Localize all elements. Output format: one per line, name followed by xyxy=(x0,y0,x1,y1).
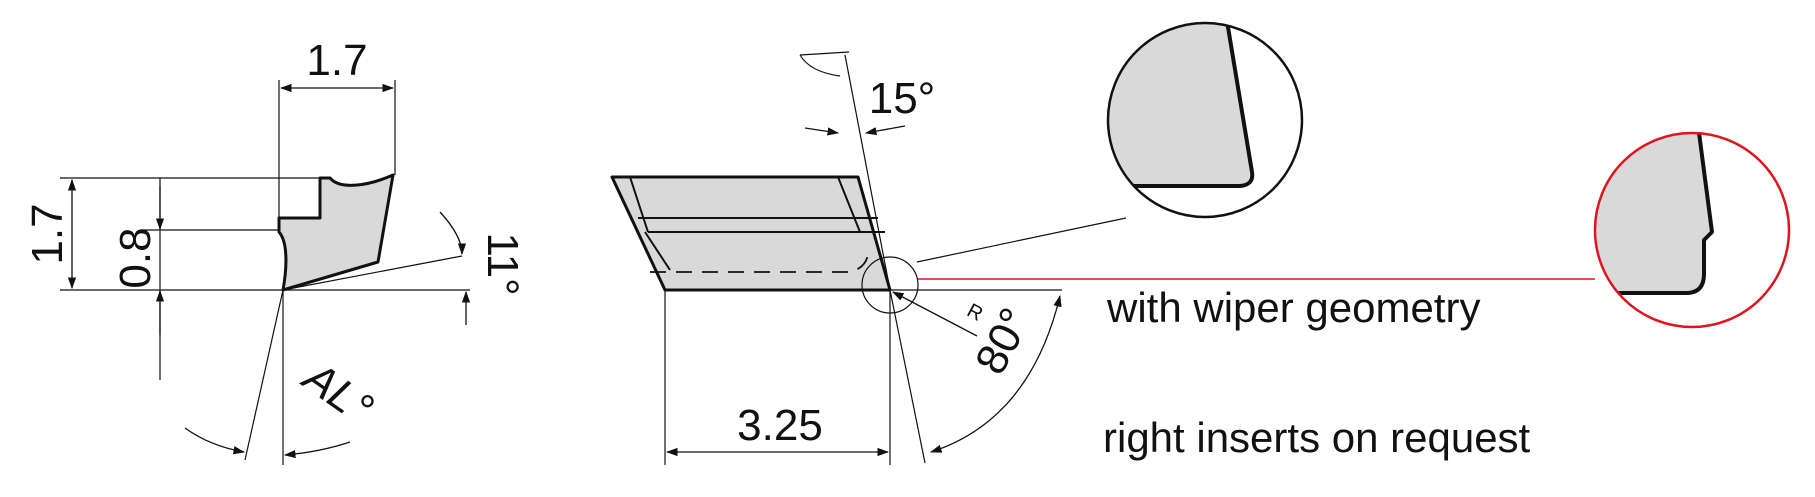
dim-line-rake-right xyxy=(864,125,906,136)
label-approach-angle: AL° xyxy=(293,351,382,434)
label-clearance-angle: 11° xyxy=(478,232,527,295)
label-step-height: 0.8 xyxy=(111,227,160,288)
detail-leader-standard xyxy=(916,217,1127,263)
side-view-insert-section xyxy=(277,173,395,292)
dim-arc-approach xyxy=(184,427,246,455)
dim-arc-clearance xyxy=(439,211,467,256)
front-view-hidden-line xyxy=(650,253,869,273)
note-right-inserts: right inserts on request xyxy=(1103,414,1531,461)
front-view: 15° 3.25 R 80° xyxy=(610,51,1062,465)
detail-circle-standard xyxy=(1106,21,1304,219)
detail-circle-wiper xyxy=(1593,131,1791,329)
label-radius: R xyxy=(963,300,986,326)
side-view: 1.7 1.7 0.8 11° AL° xyxy=(23,36,527,465)
detail-wiper-insert xyxy=(1595,133,1714,295)
label-top-width: 1.7 xyxy=(306,36,367,85)
dim-arc-corner-angle xyxy=(929,294,1062,453)
corner-detail-wiper xyxy=(918,131,1791,329)
corner-detail-standard xyxy=(916,21,1304,263)
detail-leader-standard-top xyxy=(918,222,1126,262)
front-view-inner-edges xyxy=(629,176,885,271)
dim-line-rake-left xyxy=(804,127,840,136)
note-wiper-geometry: with wiper geometry xyxy=(1106,284,1480,331)
front-view-extension-lines xyxy=(664,51,1062,465)
front-view-insert xyxy=(610,175,892,292)
label-rake-angle: 15° xyxy=(869,74,936,123)
label-left-height: 1.7 xyxy=(23,203,72,264)
dim-line-radius xyxy=(891,291,978,337)
label-length: 3.25 xyxy=(737,401,823,450)
dim-arc-approach-right xyxy=(283,441,351,459)
detail-standard-insert xyxy=(1108,23,1255,188)
